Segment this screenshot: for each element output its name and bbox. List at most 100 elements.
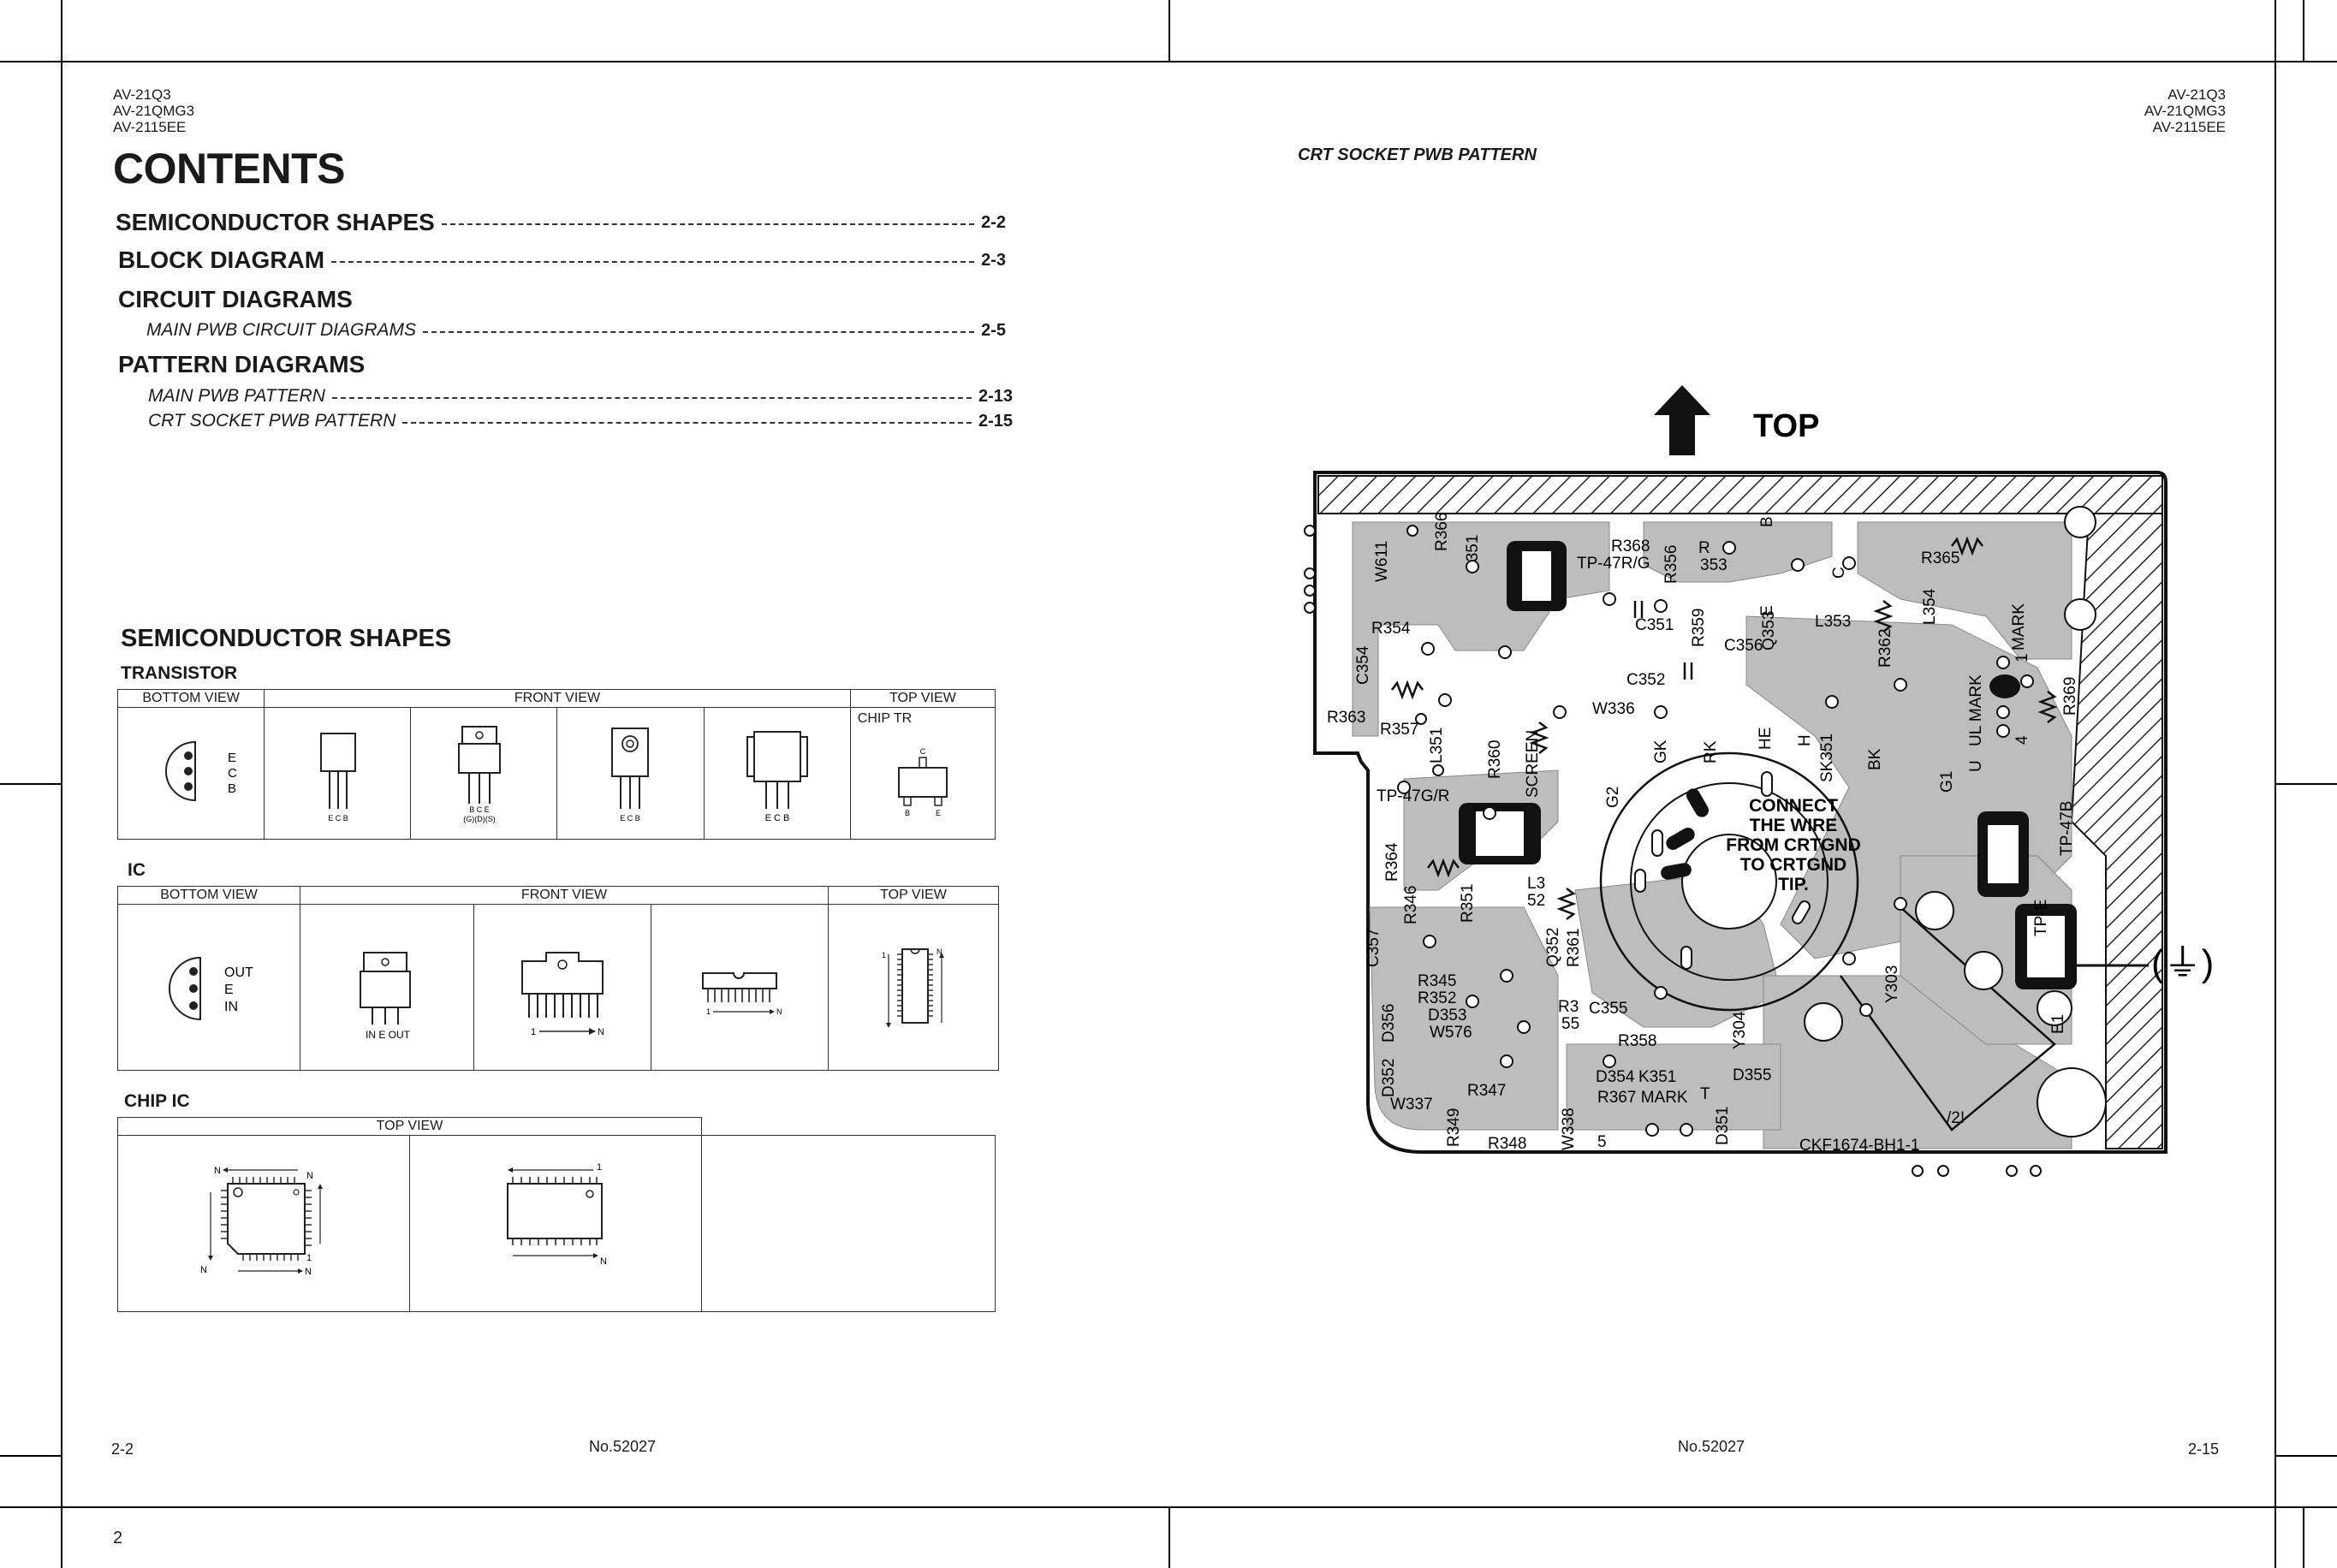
sip-ic-shape: 1 N bbox=[702, 972, 782, 1016]
contents-title: CONTENTS bbox=[113, 145, 346, 193]
crt-socket-pcb-diagram: TOP CONNECT THE WIRE FROM CRTGND TO CRTG… bbox=[1304, 385, 2214, 1177]
pcb-label: W611 bbox=[1373, 541, 1391, 582]
model-name: AV-2115EE bbox=[2152, 119, 2226, 135]
toc-entry[interactable]: CRT SOCKET PWB PATTERN 2-15 bbox=[148, 411, 1013, 431]
toc-label: CIRCUIT DIAGRAMS bbox=[118, 286, 353, 312]
resistor-symbols bbox=[1391, 536, 2058, 920]
pin-n: N bbox=[200, 1265, 207, 1275]
pcb-label: UL MARK bbox=[1967, 674, 1985, 746]
model-list-left: AV-21Q3 AV-21QMG3 AV-2115EE bbox=[113, 86, 194, 135]
pin-label: E C B bbox=[328, 814, 348, 823]
toc-entry[interactable]: MAIN PWB PATTERN 2-13 bbox=[148, 386, 1013, 407]
crop-line-left bbox=[61, 0, 62, 1568]
chip-tr-label: CHIP TR bbox=[857, 711, 913, 726]
connect-line: FROM CRTGND bbox=[1726, 835, 1860, 855]
qfp-shape: N N N 1 N bbox=[200, 1166, 323, 1277]
pcb-label: R367 MARK bbox=[1597, 1089, 1688, 1107]
pcb-label: D351 bbox=[1714, 1107, 1732, 1145]
model-name: AV-21Q3 bbox=[2168, 86, 2226, 103]
toc-leader bbox=[331, 261, 975, 263]
pcb-label: T bbox=[1700, 1085, 1710, 1103]
pin-n: N bbox=[776, 1007, 782, 1016]
toc-entry[interactable]: BLOCK DIAGRAM 2-3 bbox=[118, 246, 1006, 274]
footer-page-left: 2-2 bbox=[111, 1440, 134, 1458]
toc-page: 2-13 bbox=[978, 386, 1013, 406]
col-header: BOTTOM VIEW bbox=[117, 886, 300, 905]
pcb-label: R352 bbox=[1418, 989, 1456, 1007]
to126-shape: E C B bbox=[611, 728, 650, 823]
pcb-label: R362 bbox=[1876, 629, 1894, 668]
pcb-label: R3 bbox=[1558, 998, 1579, 1016]
ic-front-view-1: IN E OUT bbox=[300, 904, 474, 1071]
chip-ic-empty bbox=[701, 1135, 996, 1312]
power-transistor-shape: E C B bbox=[746, 731, 808, 823]
pcb-label: D353 bbox=[1428, 1007, 1466, 1025]
pcb-label: E bbox=[1758, 605, 1776, 616]
dip-ic-shape: 1 N bbox=[882, 947, 944, 1028]
pcb-label: BK bbox=[1866, 748, 1884, 770]
hatch-top bbox=[1317, 475, 2163, 514]
pcb-label: Y303 bbox=[1883, 965, 1901, 1003]
pcb-label: L353 bbox=[1815, 613, 1851, 631]
footer-doc-left: No.52027 bbox=[589, 1438, 657, 1455]
crt-socket-outline bbox=[1599, 751, 1859, 1012]
pcb-label: Q353 bbox=[1760, 611, 1778, 650]
pcb-label: Y304 bbox=[1731, 1011, 1749, 1049]
model-name: AV-21Q3 bbox=[113, 86, 171, 103]
ic-title: IC bbox=[128, 860, 146, 880]
to92-shape: E C B bbox=[320, 733, 357, 823]
pcb-label: R368 bbox=[1611, 538, 1650, 555]
pcb-label: R346 bbox=[1402, 886, 1420, 924]
pcb-label: 52 bbox=[1527, 892, 1545, 910]
sip-power-ic-shape: 1 N bbox=[521, 952, 604, 1037]
chip-ic-title: CHIP IC bbox=[124, 1091, 190, 1111]
pads bbox=[1397, 541, 2034, 1137]
toc-label: MAIN PWB PATTERN bbox=[148, 386, 325, 406]
toc-entry[interactable]: SEMICONDUCTOR SHAPES 2-2 bbox=[116, 209, 1006, 236]
pcb-label: W337 bbox=[1390, 1096, 1433, 1114]
pcb-label: C355 bbox=[1589, 1000, 1627, 1018]
pin-label: C bbox=[920, 747, 926, 756]
to220-shape: B C E (G)(D)(S) bbox=[458, 726, 502, 823]
pin-label: B bbox=[905, 809, 910, 817]
pcb-label: TP-47B bbox=[2058, 801, 2076, 856]
crop-mark-right-bottom bbox=[2303, 1506, 2304, 1568]
pcb-label: W576 bbox=[1430, 1024, 1472, 1042]
transistor-table: BOTTOM VIEW FRONT VIEW TOP VIEW E C B E … bbox=[116, 689, 996, 840]
crt-socket-inner bbox=[1630, 782, 1829, 981]
pcb-label: D354 bbox=[1596, 1068, 1635, 1086]
pcb-label: R bbox=[1698, 539, 1710, 557]
pcb-label: 55 bbox=[1561, 1015, 1579, 1033]
pin-label: E bbox=[224, 983, 234, 997]
pin-label: B C E bbox=[470, 805, 491, 814]
pcb-label: GK bbox=[1652, 739, 1670, 763]
crop-mark-right-top bbox=[2303, 0, 2304, 61]
capacitor-symbols bbox=[1633, 601, 1693, 680]
tp-pads bbox=[1459, 541, 2077, 989]
pcb-label: HE bbox=[1757, 728, 1775, 750]
crop-mark-center-bottom bbox=[1168, 1506, 1170, 1568]
transistor-front-view-3: E C B bbox=[556, 707, 705, 840]
toc-entry[interactable]: MAIN PWB CIRCUIT DIAGRAMS 2-5 bbox=[146, 320, 1006, 341]
transistor-bottom-shape: E C B bbox=[165, 740, 237, 802]
col-header: FRONT VIEW bbox=[264, 689, 851, 708]
col-header: TOP VIEW bbox=[828, 886, 999, 905]
crop-mark-left-mid bbox=[0, 783, 61, 785]
connect-line: TIP. bbox=[1778, 875, 1809, 894]
pcb-label: MARK bbox=[2010, 603, 2028, 650]
transistor-front-view-2: B C E (G)(D)(S) bbox=[410, 707, 558, 840]
semiconductor-title: SEMICONDUCTOR SHAPES bbox=[121, 625, 452, 652]
pcb-label: TP-47G/R bbox=[1377, 787, 1450, 805]
ic-top-view: 1 N bbox=[828, 904, 999, 1071]
col-header: BOTTOM VIEW bbox=[116, 689, 265, 708]
ic-front-view-3: 1 N bbox=[651, 904, 829, 1071]
pcb-label: R366 bbox=[1433, 513, 1451, 551]
pcb-label: TP-47R/G bbox=[1577, 555, 1650, 573]
ul-mark-icon bbox=[1989, 674, 2020, 698]
transistor-title: TRANSISTOR bbox=[121, 663, 238, 683]
pcb-label: C357 bbox=[1365, 929, 1383, 967]
board-code: CKF1674-BH1-1 bbox=[1799, 1137, 1919, 1155]
pin-label: E bbox=[936, 809, 941, 817]
pcb-label: W336 bbox=[1592, 700, 1635, 718]
pcb-label: R359 bbox=[1690, 609, 1708, 647]
